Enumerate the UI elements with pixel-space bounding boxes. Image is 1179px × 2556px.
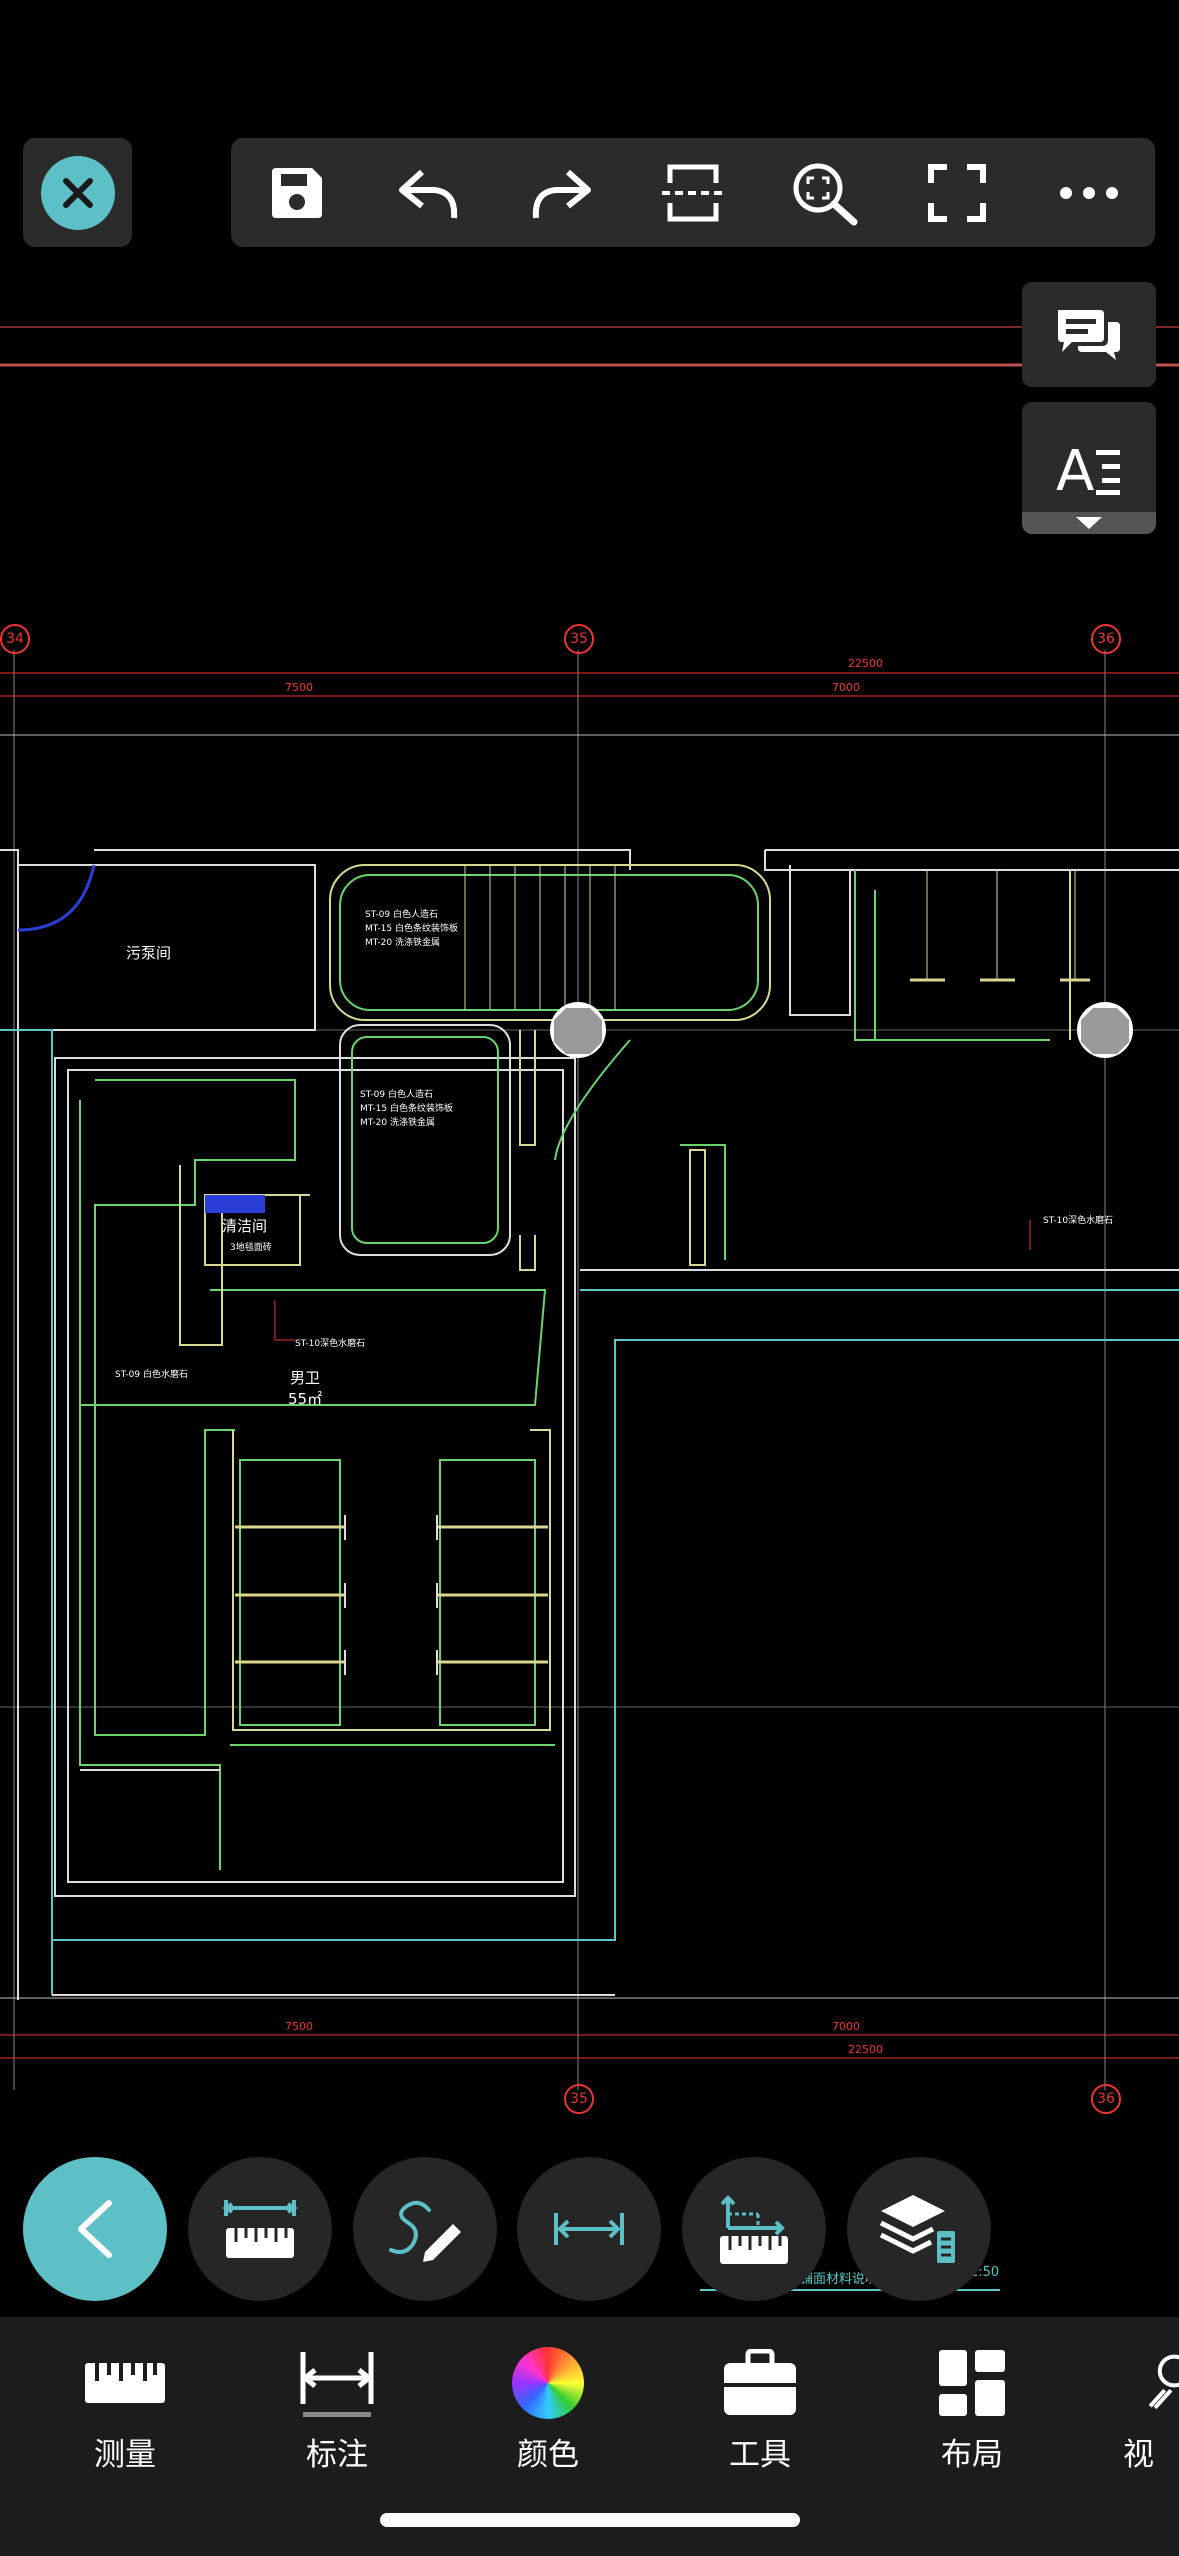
tab-layout[interactable]: 布局 bbox=[892, 2347, 1052, 2477]
zoom-extents-icon[interactable] bbox=[785, 153, 865, 233]
tab-annotate-label: 标注 bbox=[306, 2437, 368, 2473]
annotation: ST-09 白色人造石 bbox=[360, 1090, 433, 1100]
measure-ruler-icon bbox=[222, 2200, 298, 2258]
chevron-left-icon bbox=[78, 2200, 112, 2258]
dimension-icon bbox=[257, 2347, 417, 2419]
tab-tools-label: 工具 bbox=[729, 2437, 791, 2473]
axis-36-top: 36 bbox=[1091, 624, 1121, 654]
split-view-icon[interactable] bbox=[653, 153, 733, 233]
comments-icon bbox=[1058, 309, 1120, 360]
fullscreen-icon[interactable] bbox=[917, 153, 997, 233]
text-style-button[interactable]: A bbox=[1022, 402, 1156, 534]
color-wheel-icon bbox=[468, 2347, 628, 2419]
layers-button[interactable] bbox=[847, 2157, 991, 2301]
tab-annotate[interactable]: 标注 bbox=[257, 2347, 417, 2477]
tab-visual-label: 视觉 bbox=[1123, 2437, 1154, 2473]
tab-tools[interactable]: 工具 bbox=[680, 2347, 840, 2477]
home-indicator[interactable] bbox=[380, 2513, 800, 2527]
dim-left-top: 7500 bbox=[285, 681, 313, 694]
room-janitor: 清洁间 bbox=[222, 1217, 268, 1235]
ruler-icon bbox=[45, 2347, 205, 2419]
tab-visual[interactable]: 视觉 bbox=[1095, 2347, 1179, 2477]
close-button[interactable] bbox=[23, 138, 132, 247]
janitor-note: 3地毯面砖 bbox=[230, 1243, 272, 1253]
layout-grid-icon bbox=[892, 2347, 1052, 2419]
measure-distance-button[interactable] bbox=[188, 2157, 332, 2301]
annotation: ST-10深色水磨石 bbox=[1043, 1216, 1114, 1226]
freehand-pen-icon bbox=[389, 2200, 461, 2262]
bottom-note: 铺面材料说明 bbox=[800, 2272, 879, 2287]
dim-total-top: 22500 bbox=[848, 657, 883, 670]
expand-chevron-icon[interactable] bbox=[1022, 512, 1156, 534]
coordinate-ruler-icon bbox=[720, 2195, 788, 2264]
text-style-icon: A bbox=[1056, 439, 1120, 498]
linear-dimension-button[interactable] bbox=[517, 2157, 661, 2301]
room-pump: 污泵间 bbox=[126, 944, 172, 962]
svg-text:A: A bbox=[1056, 439, 1094, 498]
undo-icon[interactable] bbox=[389, 153, 469, 233]
annotation: ST-09 白色人造石 bbox=[365, 910, 438, 920]
room-mens-toilet: 男卫 bbox=[290, 1369, 321, 1387]
axis-36-bottom: 36 bbox=[1091, 2084, 1121, 2114]
tab-measure[interactable]: 测量 bbox=[45, 2347, 205, 2477]
dim-total-bottom: 22500 bbox=[848, 2043, 883, 2056]
top-toolbar bbox=[231, 138, 1155, 247]
tab-layout-label: 布局 bbox=[941, 2437, 1003, 2473]
dim-right-bottom: 7000 bbox=[832, 2020, 860, 2033]
room-mens-area: 55㎡ bbox=[288, 1390, 323, 1408]
visual-icon bbox=[1095, 2347, 1179, 2419]
annotation: MT-20 洗涤铁金属 bbox=[360, 1118, 435, 1128]
comments-button[interactable] bbox=[1022, 282, 1156, 387]
more-icon[interactable] bbox=[1049, 153, 1129, 233]
annotation: ST-10深色水磨石 bbox=[295, 1339, 366, 1349]
tab-color[interactable]: 颜色 bbox=[468, 2347, 628, 2477]
close-icon bbox=[40, 155, 115, 230]
tab-color-label: 颜色 bbox=[517, 2437, 579, 2473]
layers-icon bbox=[879, 2195, 955, 2263]
linear-dimension-icon bbox=[554, 2213, 624, 2245]
annotation: MT-20 洗涤铁金属 bbox=[365, 938, 440, 948]
axis-35-bottom: 35 bbox=[564, 2084, 594, 2114]
back-button[interactable] bbox=[23, 2157, 167, 2301]
axis-34-top: 34 bbox=[0, 624, 30, 654]
redo-icon[interactable] bbox=[521, 153, 601, 233]
sketch-button[interactable] bbox=[353, 2157, 497, 2301]
dim-left-bottom: 7500 bbox=[285, 2020, 313, 2033]
axis-35-top: 35 bbox=[564, 624, 594, 654]
toolbox-icon bbox=[680, 2347, 840, 2419]
tab-measure-label: 测量 bbox=[94, 2437, 156, 2473]
save-icon[interactable] bbox=[257, 153, 337, 233]
coordinate-measure-button[interactable] bbox=[682, 2157, 826, 2301]
annotation: ST-09 白色水磨石 bbox=[115, 1370, 188, 1380]
annotation: MT-15 白色条纹装饰板 bbox=[360, 1104, 453, 1114]
dim-right-top: 7000 bbox=[832, 681, 860, 694]
annotation: MT-15 白色条纹装饰板 bbox=[365, 924, 458, 934]
